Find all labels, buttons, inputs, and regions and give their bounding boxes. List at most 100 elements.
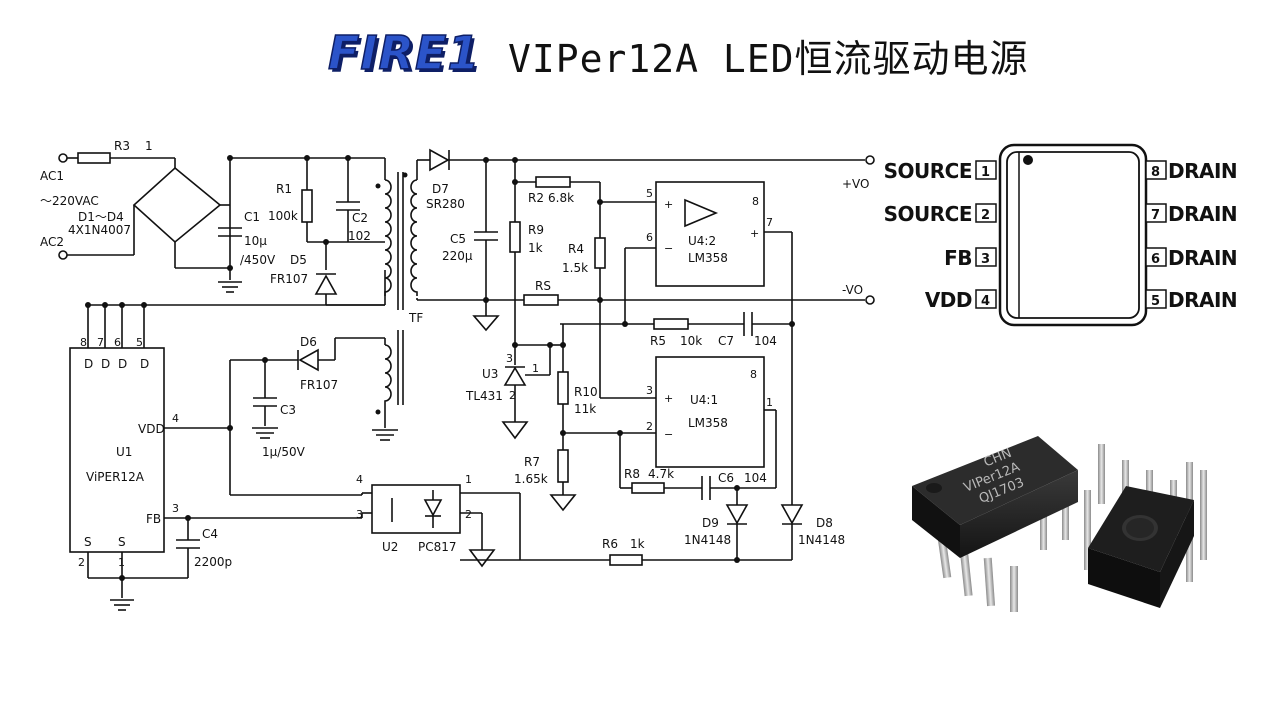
junction-dots [85,155,795,581]
label-c3: C3 [280,403,296,417]
label-r4: R4 [568,242,584,256]
svg-text:4: 4 [981,294,990,309]
label-d8: D8 [816,516,833,530]
svg-text:5: 5 [1151,294,1160,309]
label-u3: U3 [482,367,498,381]
svg-text:2: 2 [981,208,990,223]
label-minus-vo: -VO [842,283,863,297]
label-r7: R7 [524,455,540,469]
label-c7-value: 104 [754,334,777,348]
label-r6-value: 1k [630,537,645,551]
svg-text:3: 3 [356,508,363,521]
svg-text:+: + [664,198,673,211]
label-pc817: PC817 [418,540,457,554]
fire1-logo: FIRE1 [327,25,481,81]
svg-text:DRAIN: DRAIN [1168,159,1237,183]
svg-text:3: 3 [646,384,653,397]
label-ac-voltage: ～220VAC [40,194,99,208]
label-c1-rating: /450V [240,253,276,267]
svg-text:7: 7 [1151,208,1160,223]
label-tl431: TL431 [465,389,503,403]
svg-text:4: 4 [356,473,363,486]
pin-5: 5 DRAIN [1145,288,1238,312]
chip2-body [1088,486,1194,608]
label-u4-2: U4:2 [688,234,716,248]
svg-text:1: 1 [465,473,472,486]
svg-text:5: 5 [136,336,143,349]
label-d8-part: 1N4148 [798,533,845,547]
svg-text:1: 1 [532,362,539,375]
svg-text:D: D [140,357,149,371]
svg-text:3: 3 [172,502,179,515]
pin-8: 8 DRAIN [1145,159,1238,183]
svg-text:−: − [664,428,673,441]
svg-text:6: 6 [646,231,653,244]
label-c4-value: 2200p [194,555,232,569]
svg-text:7: 7 [766,216,773,229]
label-d9-part: 1N4148 [684,533,731,547]
label-r1-value: 100k [268,209,298,223]
svg-text:8: 8 [752,195,759,208]
svg-text:DRAIN: DRAIN [1168,288,1237,312]
svg-text:2: 2 [78,556,85,569]
label-c7: C7 [718,334,734,348]
label-r5: R5 [650,334,666,348]
label-r6: R6 [602,537,618,551]
svg-text:3: 3 [981,252,990,267]
label-d1-d4-part: 4X1N4007 [68,223,131,237]
svg-text:SOURCE: SOURCE [884,159,972,183]
label-r10-value: 11k [574,402,596,416]
svg-text:+: + [664,392,673,405]
label-viper12a: ViPER12A [86,470,145,484]
svg-text:D: D [101,357,110,371]
label-c5: C5 [450,232,466,246]
label-r1: R1 [276,182,292,196]
label-u1: U1 [116,445,132,459]
svg-text:DRAIN: DRAIN [1168,246,1237,270]
pinout-left-pins: 1 SOURCE 2 SOURCE 3 FB 4 VDD [884,159,997,312]
label-r8-value: 4.7k [648,467,674,481]
label-c2: C2 [352,211,368,225]
svg-text:6: 6 [1151,252,1160,267]
label-r9-value: 1k [528,241,543,255]
label-c1-value: 10μ [244,234,267,248]
label-d7: D7 [432,182,449,196]
label-r2: R2 [528,191,544,205]
label-r2-value: 6.8k [548,191,574,205]
svg-text:2: 2 [465,508,472,521]
pinout-right-pins: 8 DRAIN 7 DRAIN 6 DRAIN 5 DRAIN [1145,159,1238,312]
schematic-labels: AC1 AC2 ～220VAC D1～D4 4X1N4007 R3 1 C1 1… [40,139,870,569]
svg-text:8: 8 [80,336,87,349]
svg-text:5: 5 [646,187,653,200]
label-d5-part: FR107 [270,272,308,286]
label-tf: TF [408,311,423,325]
label-d9: D9 [702,516,719,530]
svg-text:1: 1 [118,556,125,569]
svg-text:SOURCE: SOURCE [884,202,972,226]
svg-text:3: 3 [506,352,513,365]
label-d6: D6 [300,335,317,349]
svg-text:8: 8 [1151,165,1160,180]
label-c2-value: 102 [348,229,371,243]
chip1-body: CHN VIPer12A QJ1703 [912,436,1078,558]
label-r7-value: 1.65k [514,472,548,486]
svg-text:−: − [664,242,673,255]
svg-text:1: 1 [981,165,990,180]
page-title: VIPer12A LED恒流驱动电源 [508,37,1029,81]
svg-text:4: 4 [172,412,179,425]
svg-text:8: 8 [750,368,757,381]
label-r10: R10 [574,385,598,399]
svg-text:VDD: VDD [925,288,972,312]
pin-7: 7 DRAIN [1145,202,1238,226]
pin-2: 2 SOURCE [884,202,997,226]
label-ac1: AC1 [40,169,64,183]
label-u4-1: U4:1 [690,393,718,407]
label-r3: R3 [114,139,130,153]
pin-1: 1 SOURCE [884,159,997,183]
label-lm358-a: LM358 [688,251,728,265]
label-r9: R9 [528,223,544,237]
label-vdd: VDD [138,422,165,436]
svg-text:7: 7 [97,336,104,349]
label-r3-pin: 1 [145,139,153,153]
